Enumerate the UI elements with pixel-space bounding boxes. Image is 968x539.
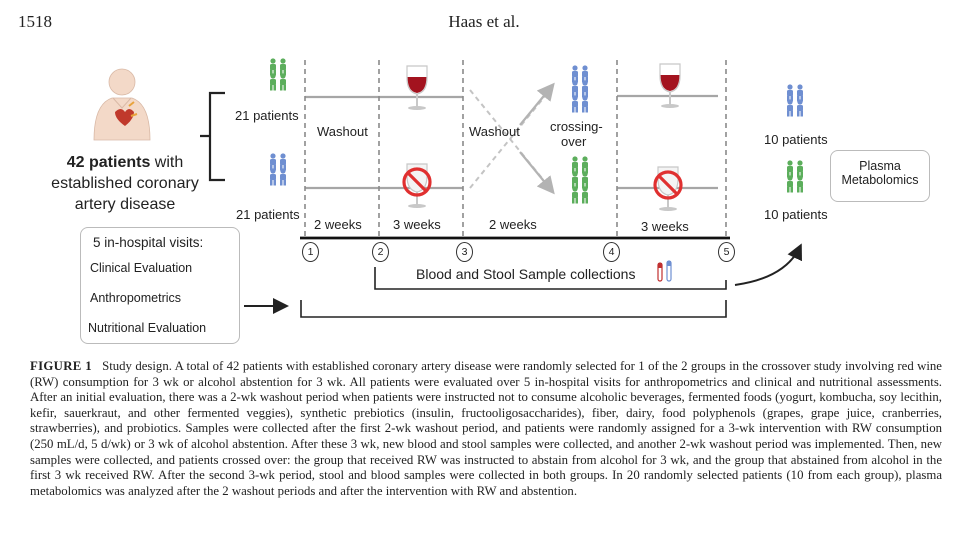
no-wine-icon bbox=[402, 162, 432, 210]
cohort-label: 42 patients with established coronary ar… bbox=[40, 152, 210, 215]
duration-intervention-2: 3 weeks bbox=[641, 219, 689, 234]
visits-box-title: 5 in-hospital visits: bbox=[93, 235, 204, 250]
patient-torso-icon bbox=[93, 68, 151, 141]
visit-item-nutritional: Nutritional Evaluation bbox=[88, 321, 207, 335]
subset-top-label: 10 patients bbox=[764, 132, 828, 147]
crossing-label-1: crossing- bbox=[550, 119, 603, 134]
running-head: Haas et al. bbox=[448, 12, 520, 31]
crossover-green-people-icon bbox=[572, 156, 588, 203]
plasma-metabolomics-box: Plasma Metabolomics bbox=[830, 150, 930, 202]
visit-marker-1: 1 bbox=[302, 242, 319, 262]
figure-label: FIGURE 1 bbox=[30, 359, 92, 373]
visit-marker-3: 3 bbox=[456, 242, 473, 262]
red-wine-glass-icon bbox=[406, 65, 428, 111]
sample-collection-bracket bbox=[374, 267, 727, 290]
subset-green-people-icon bbox=[787, 160, 803, 192]
caption-text: Study design. A total of 42 patients wit… bbox=[30, 359, 942, 498]
sample-tubes-icon bbox=[657, 260, 672, 282]
cohort-desc-line3: artery disease bbox=[74, 196, 176, 213]
subset-blue-people-icon bbox=[787, 84, 803, 116]
washout-label-1: Washout bbox=[317, 124, 368, 139]
visit-separators bbox=[304, 60, 727, 240]
metabolomics-label: Metabolomics bbox=[841, 173, 919, 187]
red-wine-glass-icon-2 bbox=[659, 63, 681, 109]
crossover-line-up bbox=[469, 89, 551, 189]
crossover-blue-people-icon bbox=[572, 65, 588, 112]
cohort-with: with bbox=[154, 154, 184, 171]
visit-item-anthropometrics: Anthropometrics bbox=[90, 291, 182, 305]
crossover-arrow-up bbox=[519, 82, 555, 126]
metabolomics-arrow bbox=[734, 243, 802, 286]
group-split-brace bbox=[200, 91, 225, 182]
group-top-people-icon bbox=[270, 58, 286, 90]
crossing-label-2: over bbox=[561, 134, 587, 149]
plasma-label: Plasma bbox=[859, 159, 901, 173]
subset-bottom-label: 10 patients bbox=[764, 207, 828, 222]
sample-collection-label: Blood and Stool Sample collections bbox=[416, 266, 636, 282]
study-design-diagram bbox=[93, 0, 968, 334]
group-bottom-people-icon bbox=[270, 153, 286, 185]
washout-label-2: Washout bbox=[469, 124, 520, 139]
group-top-label: 21 patients bbox=[235, 108, 299, 123]
cohort-count: 42 patients bbox=[66, 154, 151, 171]
visit-item-clinical: Clinical Evaluation bbox=[90, 261, 193, 275]
duration-washout-1: 2 weeks bbox=[314, 217, 362, 232]
visit-marker-5: 5 bbox=[718, 242, 735, 262]
group-bottom-label: 21 patients bbox=[236, 207, 300, 222]
crossover-arrow-down bbox=[519, 151, 555, 195]
visit-marker-2: 2 bbox=[372, 242, 389, 262]
cohort-desc-line2: established coronary bbox=[51, 175, 199, 192]
visits-box bbox=[80, 227, 240, 344]
visit-marker-4: 4 bbox=[603, 242, 620, 262]
duration-intervention-1: 3 weeks bbox=[393, 217, 441, 232]
page-number: 1518 bbox=[18, 12, 52, 31]
figure-caption: FIGURE 1 Study design. A total of 42 pat… bbox=[30, 359, 942, 499]
duration-washout-2: 2 weeks bbox=[489, 217, 537, 232]
visits-bracket bbox=[300, 300, 727, 318]
